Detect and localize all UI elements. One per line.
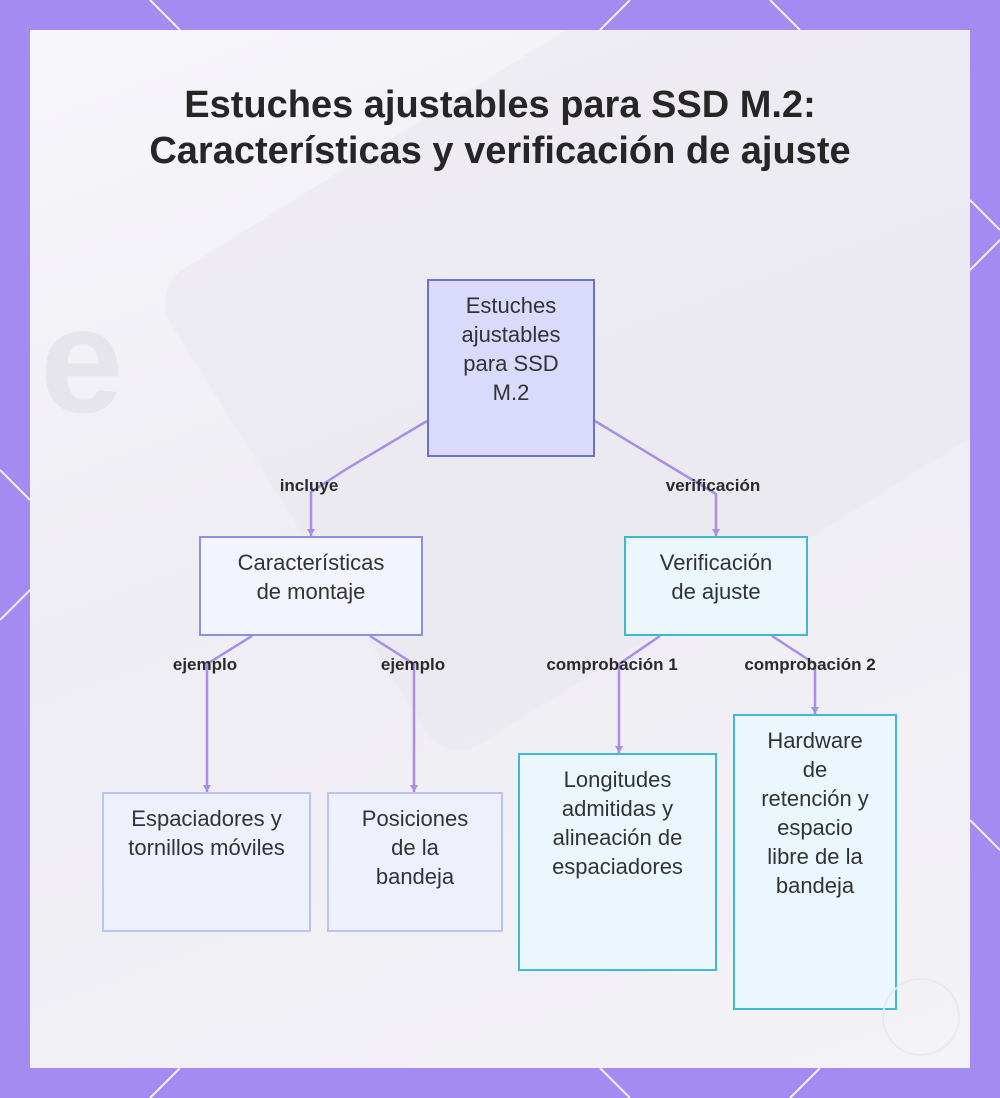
node-root: Estuches ajustables para SSD M.2 (427, 279, 595, 457)
arrowhead (615, 746, 623, 753)
arrowhead (307, 529, 315, 536)
arrowhead (410, 785, 418, 792)
edge-label-check-1: comprobación 1 (546, 655, 678, 674)
arrowhead (712, 529, 720, 536)
node-features: Características de montaje (199, 536, 423, 636)
edge-root-features (309, 419, 428, 536)
edge-label-example-2: ejemplo (380, 655, 446, 674)
diagram-title: Estuches ajustables para SSD M.2: Caract… (149, 84, 851, 173)
edge-label-check-2: comprobación 2 (744, 655, 876, 674)
background-letter: e (40, 276, 124, 444)
edge-label-includes: incluye (279, 476, 339, 495)
arrowhead (811, 707, 819, 714)
node-hardware-label: Hardware de retención y espacio libre de… (761, 728, 869, 899)
edge-label-example-1: ejemplo (172, 655, 238, 674)
edge-features-tray (369, 634, 416, 792)
watermark-badge (882, 978, 960, 1056)
node-spacers-label: Espaciadores y tornillos móviles (128, 806, 285, 861)
node-hardware: Hardware de retención y espacio libre de… (733, 714, 897, 1010)
edge-features-spacers (205, 634, 253, 792)
node-lengths: Longitudes admitidas y alineación de esp… (518, 753, 717, 971)
node-verification: Verificación de ajuste (624, 536, 808, 636)
node-spacers: Espaciadores y tornillos móviles (102, 792, 311, 932)
node-lengths-label: Longitudes admitidas y alineación de esp… (552, 767, 683, 880)
node-root-label: Estuches ajustables para SSD M.2 (461, 293, 561, 406)
node-tray-label: Posiciones de la bandeja (361, 806, 469, 890)
edge-verification-hardware (771, 634, 817, 714)
arrowhead (203, 785, 211, 792)
edge-label-verification: verificación (665, 476, 761, 495)
node-verification-label: Verificación de ajuste (659, 550, 773, 605)
edge-verification-lengths (617, 634, 661, 753)
node-tray: Posiciones de la bandeja (327, 792, 503, 932)
edge-root-verification (594, 419, 718, 536)
node-features-label: Características de montaje (237, 550, 385, 605)
